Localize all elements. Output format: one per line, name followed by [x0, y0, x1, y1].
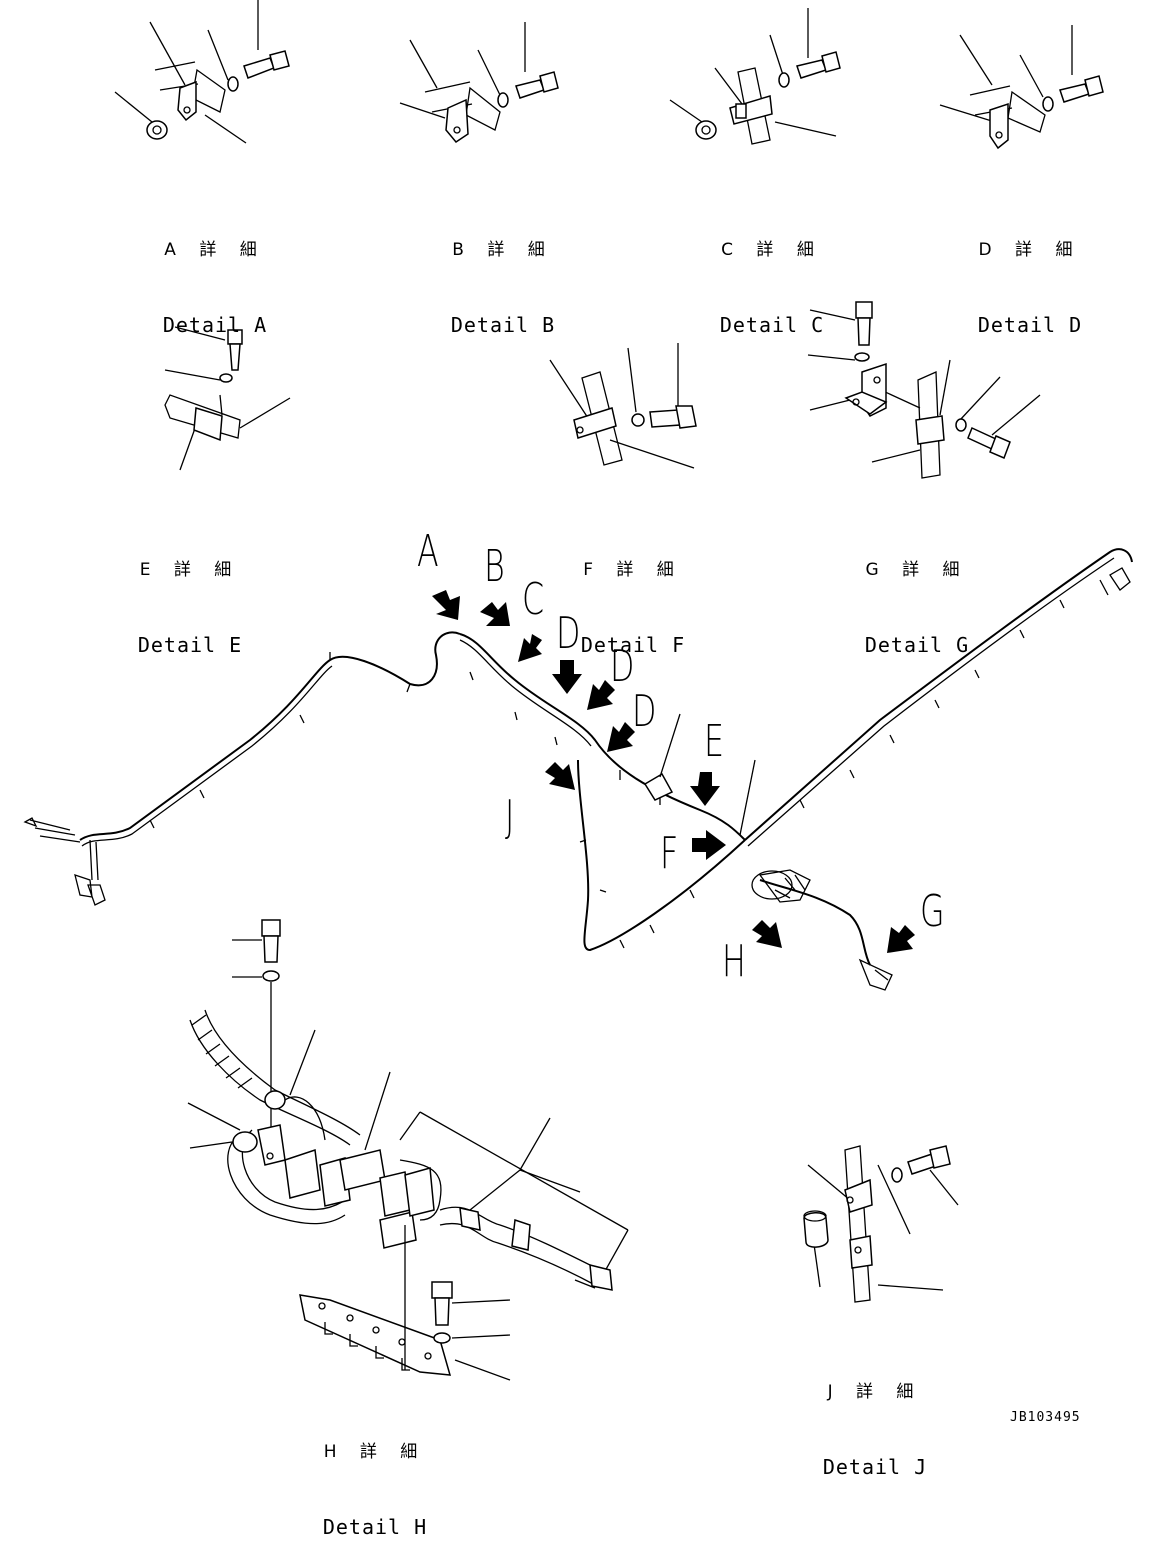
callout-c: C — [522, 574, 545, 625]
callout-h: H — [722, 936, 746, 987]
detail-j-drawing — [803, 1145, 959, 1303]
detail-g-en: Detail G — [864, 633, 970, 657]
callout-b: B — [484, 541, 505, 592]
detail-e-en: Detail E — [137, 633, 243, 657]
document-id: JB103495 — [1010, 1410, 1081, 1425]
detail-f-en: Detail F — [580, 633, 686, 657]
detail-f-jp: F 詳 細 — [583, 560, 683, 580]
detail-g-drawing — [807, 301, 1041, 479]
detail-c-label: C 詳 細 Detail C — [707, 188, 837, 363]
callout-f: F — [660, 828, 679, 879]
detail-b-drawing — [399, 22, 559, 143]
callout-d-3: D — [632, 686, 657, 737]
callout-g: G — [920, 886, 945, 937]
detail-g-jp: G 詳 細 — [865, 560, 969, 580]
callout-e: E — [704, 716, 725, 767]
detail-d-jp: D 詳 細 — [978, 240, 1082, 260]
detail-h-label: H 詳 細 Detail H — [310, 1390, 440, 1565]
callout-arrows — [432, 590, 915, 953]
diagram-drawing — [23, 0, 1133, 1381]
detail-h-drawing — [187, 919, 629, 1381]
detail-a-drawing — [114, 0, 290, 144]
detail-h-en: Detail H — [322, 1515, 428, 1539]
detail-c-jp: C 詳 細 — [721, 240, 823, 260]
detail-j-jp: J 詳 細 — [827, 1382, 923, 1402]
detail-g-label: G 詳 細 Detail G — [852, 508, 982, 683]
detail-f-label: F 詳 細 Detail F — [568, 508, 698, 683]
detail-a-label: A 詳 細 Detail A — [150, 188, 280, 363]
parts-diagram: A 詳 細 Detail A B 詳 細 Detail B C 詳 細 Deta… — [23, 0, 1133, 1539]
detail-c-en: Detail C — [719, 313, 825, 337]
detail-j-label: J 詳 細 Detail J — [810, 1330, 940, 1505]
detail-b-en: Detail B — [450, 313, 556, 337]
callout-d-2: D — [610, 641, 635, 692]
main-harness-drawing — [23, 548, 1133, 991]
detail-f-drawing — [549, 343, 697, 469]
detail-e-drawing — [164, 326, 291, 471]
detail-a-jp: A 詳 細 — [164, 240, 266, 260]
detail-b-label: B 詳 細 Detail B — [438, 188, 568, 363]
callout-j: J — [505, 791, 515, 842]
detail-a-en: Detail A — [162, 313, 268, 337]
detail-d-drawing — [939, 25, 1104, 150]
detail-h-jp: H 詳 細 — [323, 1442, 427, 1462]
callout-a: A — [417, 526, 439, 577]
detail-e-jp: E 詳 細 — [139, 560, 241, 580]
detail-j-en: Detail J — [822, 1455, 928, 1479]
detail-d-en: Detail D — [977, 313, 1083, 337]
detail-b-jp: B 詳 細 — [452, 240, 554, 260]
detail-e-label: E 詳 細 Detail E — [125, 508, 255, 683]
detail-c-drawing — [669, 8, 841, 145]
callout-d-1: D — [556, 608, 581, 659]
detail-d-label: D 詳 細 Detail D — [965, 188, 1095, 363]
